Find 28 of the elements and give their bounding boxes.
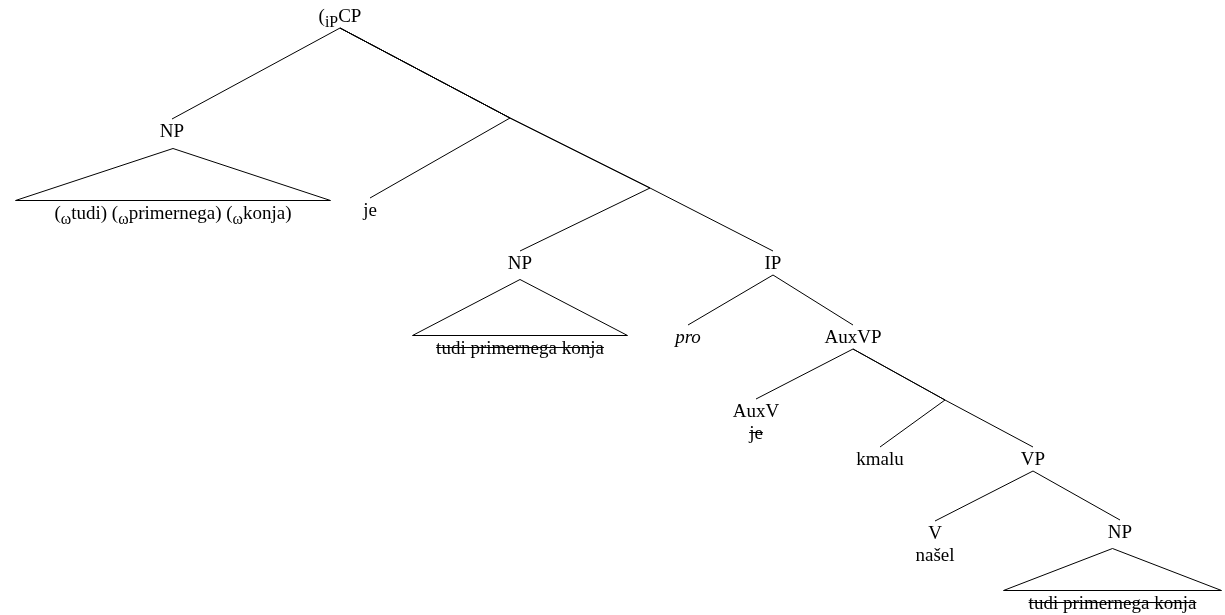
branch-line [852,348,1034,448]
node-label: IP [763,252,783,274]
node-label: je [361,199,378,221]
terminal-string: ($_{ω}$tudi) ($_{ω}$primernega) ($_{ω}$konja) [53,202,293,229]
branch-line [339,27,774,252]
node-label: NP [158,120,186,142]
word-label: našel [914,544,956,566]
branch-line [171,27,341,120]
branch-line [1032,470,1121,521]
node-label: AuxV [731,400,781,422]
node-label: AuxVP [823,326,883,348]
branch-line [687,274,774,326]
node-label: pro [673,326,702,348]
branch-line [934,470,1034,522]
branch-line [772,274,854,326]
node-label: NP [1106,521,1134,543]
word-label: je [747,422,764,444]
triangle-shape [412,279,628,336]
triangle-shape [15,148,331,201]
node-label: NP [506,252,534,274]
branch-line [755,348,854,400]
node-label: V [927,522,943,544]
node-label: ($_{iP}$CP [317,5,363,32]
terminal-string: tudi primernega konja [435,337,605,359]
triangle-shape [1003,548,1222,591]
node-label: kmalu [855,448,905,470]
node-label: VP [1019,448,1047,470]
terminal-string: tudi primernega konja [1027,592,1198,614]
